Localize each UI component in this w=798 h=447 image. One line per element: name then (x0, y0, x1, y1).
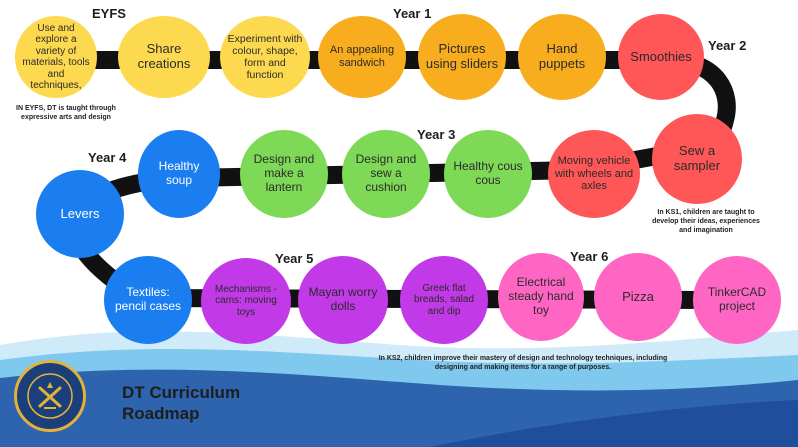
milestone-explore-materials: Use and explore a variety of materials, … (15, 16, 97, 98)
milestone-sew-sampler: Sew a sampler (652, 114, 742, 204)
milestone-label: Experiment with colour, shape, form and … (227, 32, 303, 82)
milestone-sandwich: An appealing sandwich (318, 16, 406, 98)
year-label-5: Year 5 (275, 251, 314, 266)
milestone-cous-cous: Healthy cous cous (444, 130, 532, 218)
milestone-steady-hand: Electrical steady hand toy (498, 253, 584, 341)
note-eyfs: IN EYFS, DT is taught through expressive… (16, 105, 116, 122)
year-label-4: Year 4 (88, 150, 127, 165)
milestone-label: Smoothies (630, 48, 692, 64)
year-label-2: Year 2 (708, 38, 747, 53)
milestone-label: Share creations (137, 41, 191, 71)
milestone-worry-dolls: Mayan worry dolls (298, 256, 388, 344)
milestone-label: Pizza (622, 288, 654, 304)
milestone-label: Hand puppets (538, 41, 586, 71)
milestone-greek-breads: Greek flat breads, salad and dip (400, 256, 488, 344)
milestone-label: Mayan worry dolls (308, 285, 378, 313)
title-line-1: DT Curriculum (122, 383, 241, 402)
milestone-label: Sew a sampler (673, 143, 721, 173)
milestone-label: Greek flat breads, salad and dip (413, 282, 475, 317)
milestone-label: Moving vehicle with wheels and axles (554, 155, 634, 193)
milestone-healthy-soup: Healthy soup (138, 130, 220, 218)
milestone-sliders: Pictures using sliders (418, 14, 506, 100)
milestone-lantern: Design and make a lantern (240, 130, 328, 218)
milestone-hand-puppets: Hand puppets (518, 14, 606, 100)
milestone-label: Textiles: pencil cases (114, 285, 182, 313)
title-line-2: Roadmap (122, 404, 200, 424)
year-label-3: Year 3 (417, 127, 456, 142)
milestone-smoothies: Smoothies (618, 14, 704, 100)
wave-white-curve (430, 400, 798, 447)
note-ks2: In KS2, children improve their mastery o… (378, 355, 668, 372)
milestone-levers: Levers (36, 170, 124, 258)
milestone-label: Electrical steady hand toy (508, 275, 574, 317)
milestone-pencil-cases: Textiles: pencil cases (104, 256, 192, 344)
milestone-label: Mechanisms - cams: moving toys (214, 283, 278, 318)
year-label-1: Year 1 (393, 6, 432, 21)
milestone-label: Use and explore a variety of materials, … (22, 22, 90, 92)
year-label-eyfs: EYFS (92, 6, 126, 21)
milestone-moving-vehicle: Moving vehicle with wheels and axles (548, 130, 640, 218)
milestone-cushion: Design and sew a cushion (342, 130, 430, 218)
milestone-label: Levers (60, 205, 100, 221)
milestone-experiment: Experiment with colour, shape, form and … (220, 16, 310, 98)
note-ks1: In KS1, children are taught to develop t… (652, 209, 760, 235)
milestone-label: An appealing sandwich (329, 44, 395, 69)
milestone-label: TinkerCAD project (707, 285, 767, 313)
milestone-mechanisms: Mechanisms - cams: moving toys (201, 258, 291, 344)
milestone-pizza: Pizza (594, 253, 682, 341)
milestone-label: Healthy soup (158, 159, 200, 187)
milestone-label: Design and sew a cushion (355, 152, 417, 194)
milestone-label: Design and make a lantern (253, 152, 315, 194)
milestone-label: Pictures using sliders (425, 41, 499, 71)
school-crest-icon (27, 373, 73, 419)
milestone-tinkercad: TinkerCAD project (693, 256, 781, 344)
year-label-6: Year 6 (570, 249, 609, 264)
page-title: DT Curriculum Roadmap (122, 382, 272, 425)
school-logo (14, 360, 86, 432)
milestone-share-creations: Share creations (118, 16, 210, 98)
milestone-label: Healthy cous cous (453, 159, 523, 187)
